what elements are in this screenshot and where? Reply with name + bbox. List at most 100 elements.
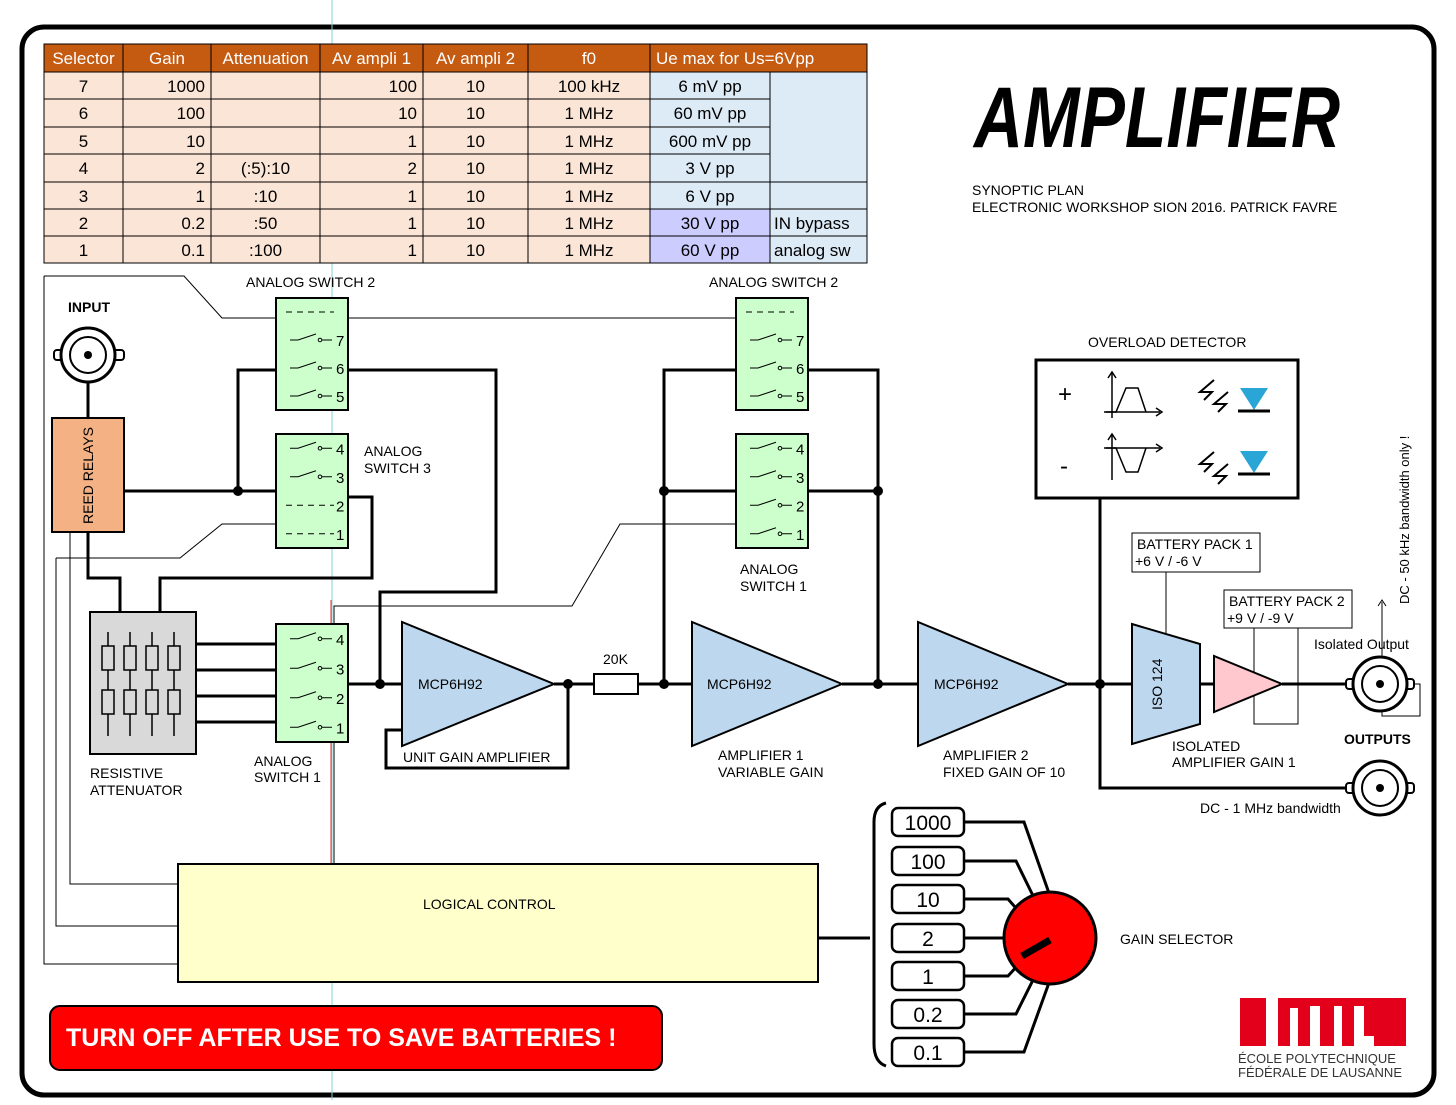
table-merged-cell — [769, 71, 868, 183]
analog-switch-3: 4 3 2 1 — [275, 433, 349, 549]
gain-option-wire — [964, 965, 1042, 1016]
gain-option-1[interactable]: 1 — [890, 960, 966, 992]
gain-option-100[interactable]: 100 — [890, 845, 966, 877]
table-cell — [527, 235, 651, 264]
isolated-bandwidth-note: DC - 50 kHz bandwidth only ! — [1397, 436, 1412, 604]
reed-relays-label: REED RELAYS — [80, 427, 96, 524]
table-cell-text: 10 — [466, 77, 485, 96]
analog-switch-1-label-b: SWITCH 1 — [254, 769, 321, 785]
title: AMPLIFIER — [972, 70, 1340, 166]
switch-number: 7 — [336, 333, 344, 350]
table-cell-text: 1 MHz — [564, 214, 613, 233]
analog-switch-2-label-right: ANALOG SWITCH 2 — [709, 274, 838, 290]
analog-switch-2-right: 765 — [735, 297, 809, 411]
battery-pack-1-voltage: +6 V / -6 V — [1135, 553, 1202, 569]
overload-detector-label: OVERLOAD DETECTOR — [1088, 334, 1246, 350]
isolated-buffer-amplifier — [1213, 654, 1285, 714]
table-cell-text: 10 — [398, 104, 417, 123]
amplifier-1 — [691, 620, 845, 748]
epfl-line1: ÉCOLE POLYTECHNIQUE — [1238, 1051, 1396, 1066]
table-cell-text: 30 V pp — [681, 214, 740, 233]
input-label: INPUT — [68, 299, 110, 315]
overload-led-icons — [1197, 379, 1270, 485]
resistive-attenuator — [89, 611, 197, 755]
table-cell-text: 2 — [79, 214, 88, 233]
table-cell-text: analog sw — [774, 241, 851, 260]
table-cell — [769, 235, 868, 264]
table-cell-text: 6 — [79, 104, 88, 123]
table-cell — [122, 208, 212, 237]
battery-pack-1 — [1131, 532, 1261, 573]
table-cell-text: 3 V pp — [685, 159, 734, 178]
gain-option-2[interactable]: 2 — [890, 922, 966, 954]
table-cell — [422, 98, 529, 128]
gain-option-label: 1000 — [905, 812, 952, 835]
switch-number: 4 — [336, 441, 344, 458]
table-cell — [122, 181, 212, 210]
gain-option-0.2[interactable]: 0.2 — [890, 998, 966, 1030]
table-header-cell — [649, 43, 868, 73]
switch-number: 3 — [336, 470, 344, 487]
switch-number: 2 — [336, 691, 344, 708]
table-cell-text: 10 — [466, 104, 485, 123]
table-cell-text: :50 — [254, 214, 278, 233]
table-cell — [769, 208, 868, 237]
switch-number: 6 — [796, 361, 804, 378]
gain-option-label: 10 — [916, 889, 939, 912]
table-cell-text: 1 — [408, 187, 417, 206]
isolated-amp-label-a: ISOLATED — [1172, 738, 1240, 754]
gain-option-wire — [964, 820, 1052, 897]
table-cell — [527, 98, 651, 128]
table-cell — [122, 126, 212, 155]
table-cell-text: 1000 — [167, 77, 205, 96]
table-cell — [422, 153, 529, 183]
table-cell-text: 600 mV pp — [669, 132, 751, 151]
resistive-attenuator-label-a: RESISTIVE — [90, 765, 163, 781]
analog-switch-3-label-a: ANALOG — [364, 443, 422, 459]
switch-number: 1 — [336, 527, 344, 544]
switch-number: 7 — [796, 333, 804, 350]
table-header-cell — [210, 43, 321, 73]
table-cell-text: 6 mV pp — [678, 77, 741, 96]
table-cell — [319, 208, 424, 237]
table-cell-text: 0.2 — [181, 214, 205, 233]
iso124-label: ISO 124 — [1149, 658, 1165, 710]
table-cell-text: 60 V pp — [681, 241, 740, 260]
output-bandwidth-label: DC - 1 MHz bandwidth — [1200, 800, 1341, 816]
table-cell — [122, 153, 212, 183]
analog-switch-1b-label-b: SWITCH 1 — [740, 578, 807, 594]
gain-option-1000[interactable]: 1000 — [890, 806, 966, 838]
unit-gain-amplifier — [401, 620, 557, 748]
table-cell-text: 10 — [466, 241, 485, 260]
table-cell — [319, 98, 424, 128]
unit-gain-amplifier-label: UNIT GAIN AMPLIFIER — [403, 749, 551, 765]
switch-number: 1 — [796, 527, 804, 544]
battery-pack-2-label: BATTERY PACK 2 — [1229, 593, 1345, 609]
table-cell — [122, 235, 212, 264]
gain-option-10[interactable]: 10 — [890, 883, 966, 915]
table-cell — [43, 126, 124, 155]
switch-number: 2 — [336, 498, 344, 515]
table-cell-text: 10 — [466, 187, 485, 206]
resistor-20k — [593, 673, 639, 695]
table-cell-text: 7 — [79, 77, 88, 96]
warning-banner — [49, 1005, 663, 1071]
iso124-isolation-amplifier — [1131, 622, 1201, 746]
amplifier-2 — [917, 620, 1071, 748]
table-cell — [770, 154, 867, 182]
table-cell — [527, 181, 651, 210]
table-cell — [649, 235, 771, 264]
gain-option-0.1[interactable]: 0.1 — [890, 1036, 966, 1068]
table-cell-text: 1 MHz — [564, 104, 613, 123]
gain-option-label: 1 — [922, 966, 934, 989]
table-cell-text: (:5):10 — [241, 159, 290, 178]
table-cell-text: 4 — [79, 159, 88, 178]
table-cell-text: 2 — [196, 159, 205, 178]
gain-selector-bracket — [872, 801, 887, 1068]
table-cell-text: :100 — [249, 241, 282, 260]
table-cell — [649, 98, 771, 128]
table-cell — [770, 72, 867, 99]
table-header-cell — [43, 43, 124, 73]
table-cell — [122, 71, 212, 100]
